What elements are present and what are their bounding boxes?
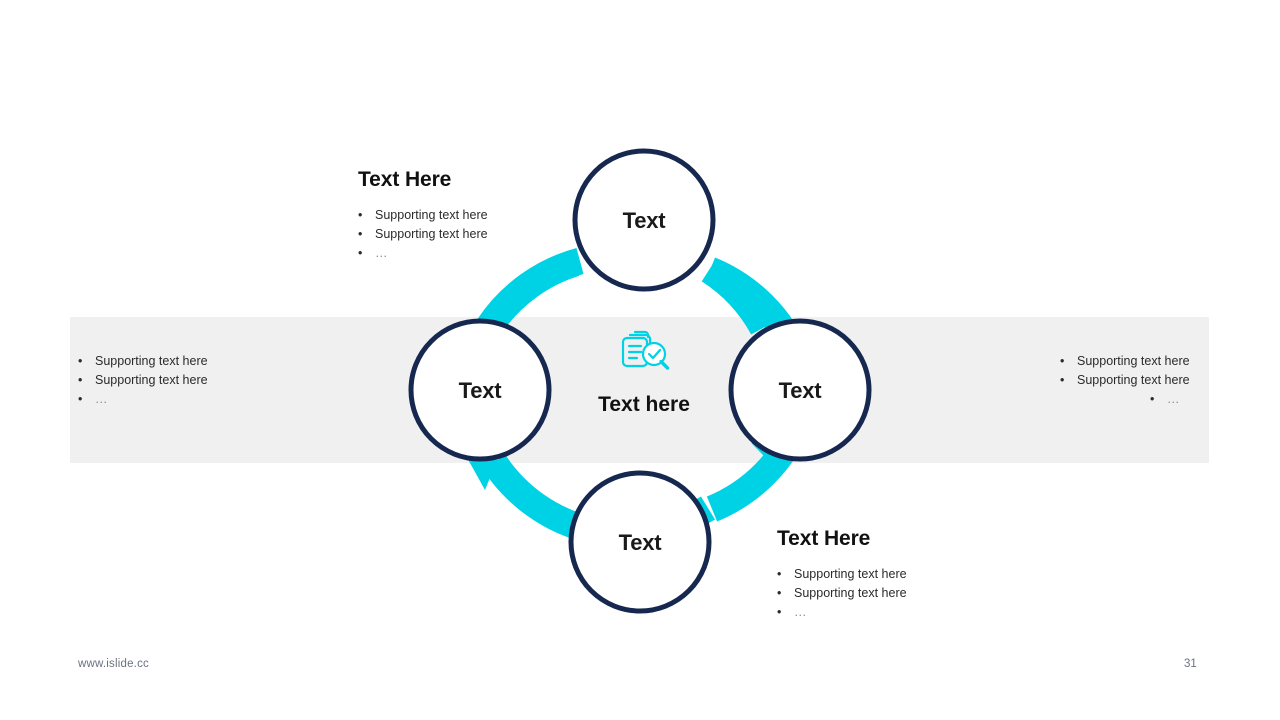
block-heading-bottom-right: Text Here — [777, 527, 871, 550]
list-item: • Supporting text here — [78, 371, 208, 390]
footer-page-number: 31 — [1184, 658, 1197, 670]
list-item: • Supporting text here — [777, 584, 907, 603]
bullet-list-bottom-right: • Supporting text here • Supporting text… — [777, 565, 907, 622]
bullet-text: Supporting text here — [95, 373, 208, 387]
bullet-text: … — [794, 605, 808, 619]
block-heading-top-left: Text Here — [358, 168, 452, 191]
bullet-text: … — [1167, 392, 1181, 406]
bullet-marker: • — [78, 373, 83, 387]
list-item: • Supporting text here — [1060, 352, 1200, 371]
center-caption: Text here — [598, 393, 690, 416]
list-item: • … — [1060, 390, 1200, 409]
highlight-band — [70, 317, 1209, 463]
list-item: • … — [777, 603, 907, 622]
bullet-marker: • — [78, 392, 83, 406]
list-item: • … — [358, 244, 488, 263]
node-circles — [408, 148, 872, 614]
text-block-top-left: Text Here • Supporting text here • Suppo… — [358, 168, 488, 263]
bullet-text: Supporting text here — [95, 354, 208, 368]
list-item: • Supporting text here — [1060, 371, 1200, 390]
node-circle-left — [408, 318, 552, 462]
bullet-list-left: • Supporting text here • Supporting text… — [78, 352, 208, 409]
document-search-check-icon — [621, 330, 670, 370]
footer-url[interactable]: www.islide.cc — [78, 658, 149, 670]
node-label-top[interactable]: Text — [622, 208, 666, 233]
bullet-marker: • — [777, 567, 782, 581]
bullet-text: Supporting text here — [794, 586, 907, 600]
bullet-marker: • — [358, 246, 363, 260]
bullet-marker: • — [777, 586, 782, 600]
bullet-list-right: • Supporting text here • Supporting text… — [1060, 352, 1200, 409]
node-label-right[interactable]: Text — [778, 378, 822, 403]
bullet-marker: • — [1060, 373, 1065, 387]
list-item: • Supporting text here — [78, 352, 208, 371]
bullet-marker: • — [358, 208, 363, 222]
text-block-left: • Supporting text here • Supporting text… — [78, 352, 208, 409]
bullet-text: Supporting text here — [1077, 354, 1190, 368]
node-circle-right — [728, 318, 872, 462]
node-label-bottom[interactable]: Text — [618, 530, 662, 555]
bullet-marker: • — [777, 605, 782, 619]
text-block-right: • Supporting text here • Supporting text… — [1060, 352, 1200, 409]
arc-seg-a — [477, 247, 584, 334]
bullet-marker: • — [78, 354, 83, 368]
node-label-left[interactable]: Text — [458, 378, 502, 403]
node-circle-top — [572, 148, 716, 292]
list-item: • Supporting text here — [358, 206, 488, 225]
bullet-text: Supporting text here — [794, 567, 907, 581]
bullet-marker: • — [1060, 354, 1065, 368]
bullet-text: Supporting text here — [375, 227, 488, 241]
bullet-text: … — [95, 392, 109, 406]
list-item: • … — [78, 390, 208, 409]
bullet-text: … — [375, 246, 389, 260]
cycle-diagram — [408, 148, 872, 614]
list-item: • Supporting text here — [777, 565, 907, 584]
bullet-text: Supporting text here — [375, 208, 488, 222]
bullet-list-top-left: • Supporting text here • Supporting text… — [358, 206, 488, 263]
list-item: • Supporting text here — [358, 225, 488, 244]
text-block-bottom-right: Text Here • Supporting text here • Suppo… — [777, 527, 907, 622]
bullet-text: Supporting text here — [1077, 373, 1190, 387]
bullet-marker: • — [1150, 392, 1155, 406]
node-circle-bottom — [568, 470, 712, 614]
bullet-marker: • — [358, 227, 363, 241]
